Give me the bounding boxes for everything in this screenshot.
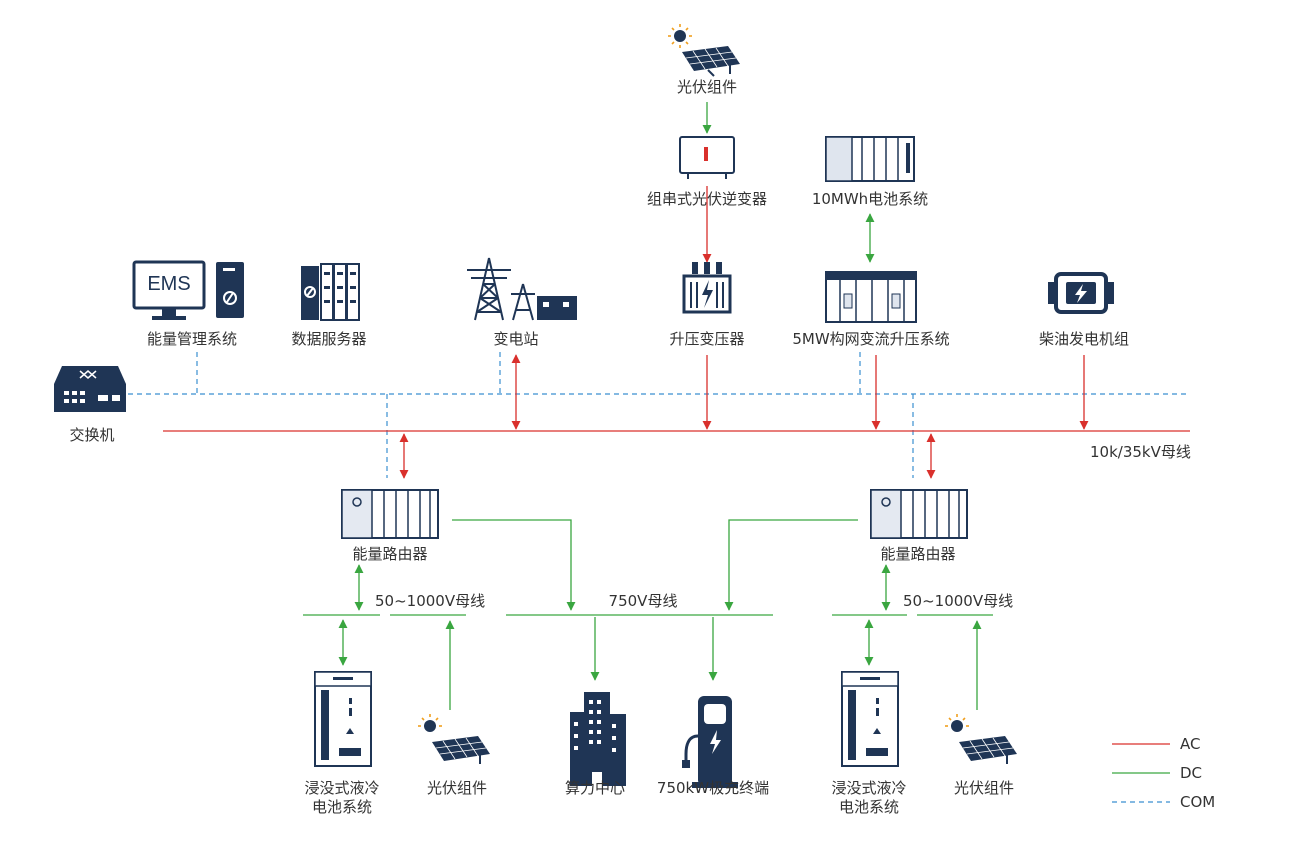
ac-bus-label: 10k/35kV母线 [1090, 443, 1191, 461]
router-right-label: 能量路由器 [880, 545, 956, 563]
pv-bottom-right-label: 光伏组件 [953, 779, 1015, 797]
ems-label: 能量管理系统 [146, 330, 238, 348]
substation-icon [467, 257, 577, 321]
battery-10mwh-label: 10MWh电池系统 [811, 190, 929, 208]
battery-container-icon [825, 136, 915, 182]
diesel-gen-label: 柴油发电机组 [1038, 330, 1130, 348]
ems-computer-icon [132, 260, 244, 320]
switch-label: 交换机 [69, 426, 115, 444]
legend-dc-label: DC [1180, 764, 1203, 782]
grid-forming-pcs-icon [825, 271, 917, 323]
immersion-left-label-2: 电池系统 [311, 798, 373, 816]
string-inverter-label: 组串式光伏逆变器 [646, 190, 768, 208]
legend-com-label: COM [1180, 793, 1216, 811]
com-lines [128, 352, 1190, 478]
charger-label: 750kW极充终端 [656, 779, 770, 797]
immersion-battery-left-icon [314, 671, 372, 767]
legend-lines [1112, 743, 1170, 803]
pv-top-label: 光伏组件 [676, 78, 738, 96]
immersion-battery-right-icon [841, 671, 899, 767]
diesel-generator-icon [1048, 272, 1114, 314]
immersion-right-label-2: 电池系统 [838, 798, 900, 816]
router-left-label: 能量路由器 [352, 545, 428, 563]
bus-left-label: 50~1000V母线 [375, 592, 486, 610]
dc-lines [303, 102, 993, 710]
compute-center-label: 算力中心 [564, 779, 626, 797]
network-switch-icon [54, 366, 126, 412]
bus-mid-label: 750V母线 [608, 592, 678, 610]
bus-right-label: 50~1000V母线 [903, 592, 1014, 610]
solar-panel-bottom-right-icon [945, 714, 1017, 764]
string-inverter-icon [679, 136, 735, 179]
solar-panel-top-icon [668, 24, 740, 77]
grid-forming-label: 5MW构网变流升压系统 [792, 330, 950, 348]
substation-label: 变电站 [493, 330, 539, 348]
legend-ac-label: AC [1180, 735, 1201, 753]
ac-lines [163, 186, 1190, 479]
transformer-label: 升压变压器 [669, 330, 745, 348]
ev-charger-icon [682, 696, 738, 788]
energy-router-right-icon [870, 489, 968, 539]
compute-center-icon [570, 692, 626, 786]
immersion-left-label-1: 浸没式液冷 [304, 779, 380, 797]
solar-panel-bottom-left-icon [418, 714, 490, 764]
pv-bottom-left-label: 光伏组件 [426, 779, 488, 797]
data-server-label: 数据服务器 [291, 330, 367, 348]
immersion-right-label-1: 浸没式液冷 [831, 779, 907, 797]
data-server-icon [301, 263, 360, 321]
ems-text: EMS [147, 273, 190, 295]
transformer-icon [682, 262, 732, 314]
energy-router-left-icon [341, 489, 439, 539]
